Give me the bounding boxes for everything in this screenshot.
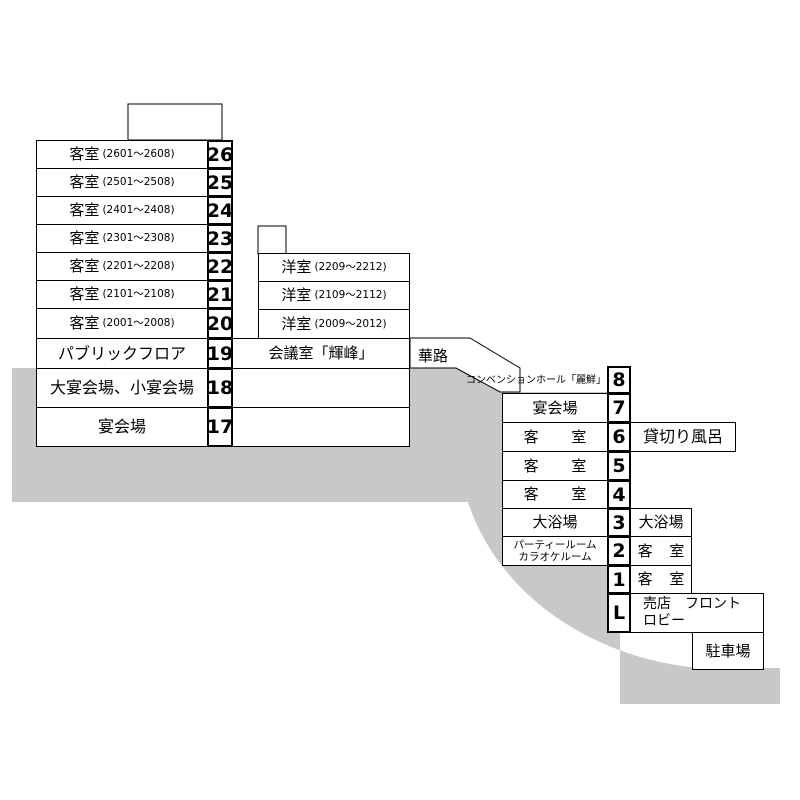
floor-18: 18 <box>207 368 233 408</box>
guest-room-1: 客 室 <box>630 565 692 594</box>
room-26: 客室(2601〜2608) <box>36 140 208 169</box>
guest-room-5: 客 室 <box>502 451 608 481</box>
floor-22: 22 <box>207 252 233 281</box>
floor-1: 1 <box>607 565 631 594</box>
floor-6: 6 <box>607 422 631 452</box>
floor-26: 26 <box>207 140 233 169</box>
floor-25: 25 <box>207 168 233 197</box>
floor-4: 4 <box>607 480 631 509</box>
private-bath: 貸切り風呂 <box>630 422 736 452</box>
lobby-area: 売店 フロント ロビー <box>630 593 764 633</box>
floor-7: 7 <box>607 393 631 423</box>
banquet-hall: 宴会場 <box>36 407 208 447</box>
floor-lobby: L <box>607 593 631 633</box>
banquet-large: 大宴会場、小宴会場 <box>36 368 208 408</box>
room-25: 客室(2501〜2508) <box>36 168 208 197</box>
floor-21: 21 <box>207 280 233 309</box>
floor-19: 19 <box>207 338 233 369</box>
room-21: 客室(2101〜2108) <box>36 280 208 309</box>
floor-8: 8 <box>607 366 631 394</box>
western-room-21: 洋室(2109〜2112) <box>258 281 410 310</box>
floor-17: 17 <box>207 407 233 447</box>
room-20: 客室(2001〜2008) <box>36 308 208 339</box>
western-room-20: 洋室(2009〜2012) <box>258 309 410 339</box>
parking: 駐車場 <box>692 632 764 670</box>
annex-roof <box>257 225 287 255</box>
room-22: 客室(2201〜2208) <box>36 252 208 281</box>
floor-3: 3 <box>607 508 631 537</box>
western-room-22: 洋室(2209〜2212) <box>258 253 410 282</box>
tower-roof <box>127 103 223 141</box>
guest-room-4: 客 室 <box>502 480 608 509</box>
room-24: 客室(2401〜2408) <box>36 196 208 225</box>
floor-2: 2 <box>607 536 631 566</box>
floor-24: 24 <box>207 196 233 225</box>
convention-hall: コンベンションホール「麗鮮」 <box>466 375 606 386</box>
conference-room: 会議室「輝峰」 <box>232 338 410 369</box>
annex-lower-17 <box>232 407 410 447</box>
floor-20: 20 <box>207 308 233 339</box>
bridge-label: 華路 <box>418 347 449 365</box>
guest-room-6: 客 室 <box>502 422 608 452</box>
room-23: 客室(2301〜2308) <box>36 224 208 253</box>
floor-5: 5 <box>607 451 631 481</box>
annex-lower-18 <box>232 368 410 408</box>
public-floor: パブリックフロア <box>36 338 208 369</box>
guest-room-2: 客 室 <box>630 536 692 566</box>
banquet-7: 宴会場 <box>502 393 608 423</box>
large-bath-3-side: 大浴場 <box>630 508 692 537</box>
large-bath-3: 大浴場 <box>502 508 608 537</box>
party-karaoke-room: パーティールーム カラオケルーム <box>502 536 608 566</box>
bridge-corridor <box>409 337 521 393</box>
floor-23: 23 <box>207 224 233 253</box>
